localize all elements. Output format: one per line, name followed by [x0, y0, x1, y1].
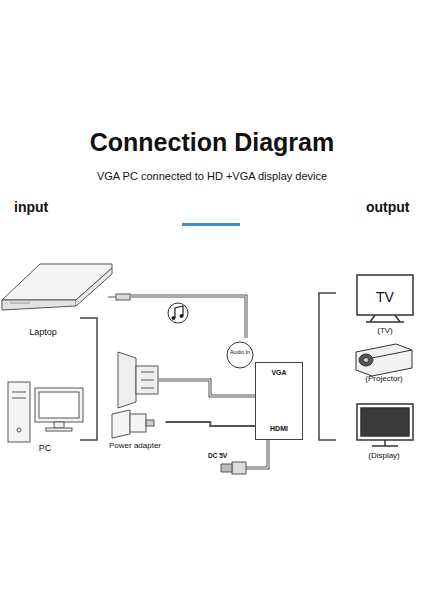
node-text: (TV): [377, 327, 393, 336]
port-label: DC 5V: [208, 452, 227, 459]
pc-illustration: [8, 382, 83, 442]
usb-power-cable: [166, 422, 256, 426]
laptop-illustration: [2, 264, 112, 310]
node-text: PC: [39, 444, 52, 454]
hdmi-cable: [221, 440, 268, 474]
audio-in-callout: [227, 342, 253, 368]
vga-cable: [118, 352, 255, 408]
node-text: (Display): [368, 452, 400, 461]
power-adapter-illustration: [112, 410, 154, 438]
section-label: output: [366, 200, 410, 215]
pc-group: PC: [30, 444, 60, 458]
node-text: Power adapter: [109, 442, 161, 451]
node-text: TV: [376, 290, 394, 305]
bracket: [80, 318, 97, 440]
bracket: [319, 293, 336, 440]
node-text: HDMI: [270, 425, 288, 433]
accent-line: [182, 223, 240, 226]
adapter-box: VGA HDMI: [255, 362, 303, 440]
music-icon: [168, 303, 188, 323]
tv-group: TV (TV): [351, 286, 419, 336]
display-illustration: [357, 404, 413, 446]
section-label: input: [14, 200, 48, 215]
projector-illustration: [356, 344, 412, 376]
node-text: (Projector): [365, 375, 402, 384]
display-group: (Display): [349, 452, 419, 466]
node-text: VGA: [271, 369, 286, 377]
tv-illustration: [357, 275, 413, 322]
node-text: Laptop: [29, 328, 57, 338]
subtitle: VGA PC connected to HD +VGA display devi…: [0, 170, 424, 182]
laptop-group: Laptop: [18, 328, 68, 342]
projector-group: (Projector): [349, 375, 419, 389]
title: Connection Diagram: [0, 128, 424, 157]
port-label: Audio In: [228, 349, 252, 355]
audio-cable: [108, 294, 246, 338]
power-adapter-group: Power adapter: [105, 410, 166, 454]
